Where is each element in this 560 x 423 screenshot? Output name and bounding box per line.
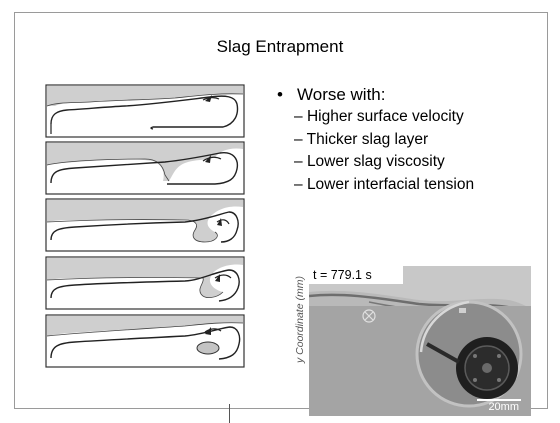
bullet-main: •Worse with: — [277, 84, 474, 106]
sub-item-2: – Thicker slag layer — [294, 129, 474, 152]
flow-diagram-panel-5 — [45, 314, 245, 368]
sub-item-text: Lower slag viscosity — [307, 153, 445, 170]
flow-diagram-panel-3 — [45, 198, 245, 252]
bullet-list: •Worse with: – Higher surface velocity –… — [277, 84, 474, 196]
photo-axis-label: y Coordinate (mm) — [285, 272, 311, 368]
sub-item-3: – Lower slag viscosity — [294, 151, 474, 174]
dash-marker: – — [294, 176, 303, 193]
sub-item-4: – Lower interfacial tension — [294, 174, 474, 197]
flow-diagram-panel-2 — [45, 141, 245, 195]
flow-diagram-panel-4 — [45, 256, 245, 310]
experiment-photo: t = 779.1 s 20mm — [309, 266, 531, 416]
divider-line — [229, 404, 230, 423]
sub-item-text: Thicker slag layer — [307, 131, 428, 148]
sub-item-text: Lower interfacial tension — [307, 176, 474, 193]
slide-title: Slag Entrapment — [0, 37, 560, 57]
scale-label: 20mm — [488, 401, 519, 413]
bullet-marker: • — [277, 84, 297, 106]
bullet-text: Worse with: — [297, 85, 386, 104]
time-label: t = 779.1 s — [309, 266, 403, 284]
axis-label-text: y Coordinate (mm) — [294, 273, 306, 363]
dash-marker: – — [294, 153, 303, 170]
flow-diagram-panel-1 — [45, 84, 245, 138]
dash-marker: – — [294, 131, 303, 148]
dash-marker: – — [294, 108, 303, 125]
experiment-photo-image — [309, 266, 531, 416]
sub-item-text: Higher surface velocity — [307, 108, 464, 125]
sub-item-1: – Higher surface velocity — [294, 106, 474, 129]
